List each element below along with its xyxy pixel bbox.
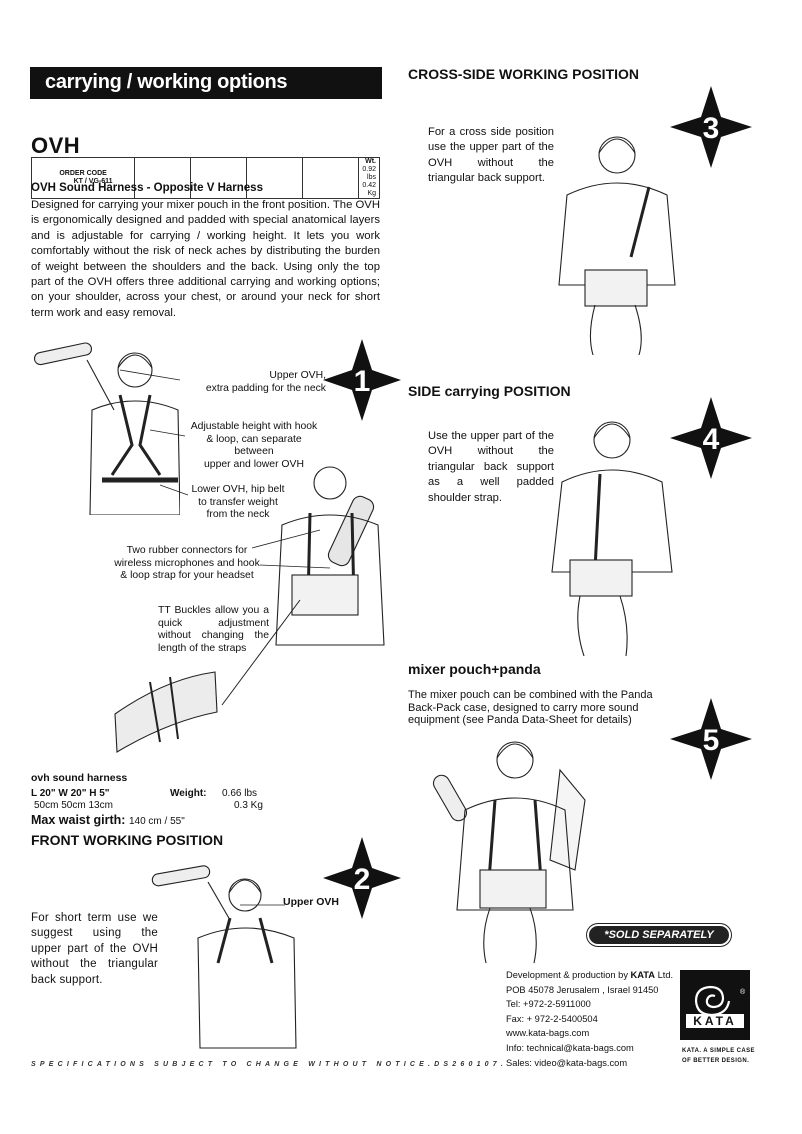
kata-logo: ® KATA — [680, 970, 750, 1040]
spec-dims-in: L 20" W 20" H 5" — [31, 788, 110, 799]
logo-text: KATA — [693, 1014, 737, 1028]
step-number-4: 4 — [703, 423, 720, 456]
girth-value: 140 cm / 55" — [128, 816, 185, 827]
footer-notice: SPECIFICATIONS SUBJECT TO CHANGE WITHOUT… — [31, 1061, 508, 1068]
weight-lbs: 0.92 lbs — [362, 166, 376, 181]
step-number-5: 5 — [703, 724, 720, 757]
order-code-value: KT / VG-611 — [73, 178, 113, 185]
spec-dims-cm: 50cm 50cm 13cm — [34, 800, 113, 811]
cross-position-title: CROSS-SIDE WORKING POSITION — [408, 66, 640, 82]
order-code-cell: ORDER CODE KT / VG-611 — [30, 157, 136, 199]
step-number-3: 3 — [703, 112, 720, 145]
spec-weight-kg: 0.3 Kg — [234, 800, 263, 811]
front-position-title: FRONT WORKING POSITION — [31, 832, 224, 848]
callout-adjustable-height: Adjustable height with hook & loop, can … — [190, 421, 318, 470]
contact-tel: Tel: +972-2-5911000 — [506, 999, 591, 1010]
contact-brand: KATA — [630, 970, 655, 980]
order-code-table: ORDER CODE KT / VG-611 Wt. 0.92 lbs 0.42… — [30, 157, 380, 199]
order-code-label: ORDER CODE — [59, 170, 107, 177]
step-star-5: 5 — [670, 698, 752, 780]
step-number-1: 1 — [354, 365, 371, 398]
contact-block: Development & production by KATA Ltd. PO… — [506, 968, 673, 1070]
side-position-text: Use the upper part of the OVH without th… — [428, 430, 554, 504]
lower-belt-illustration — [110, 662, 220, 754]
order-cell-empty — [246, 157, 304, 199]
mixer-title: mixer pouch+panda — [408, 661, 541, 677]
cross-position-illustration — [545, 125, 690, 360]
step-star-2: 2 — [323, 837, 401, 919]
spiral-icon: ® KATA — [686, 985, 746, 1028]
side-position-title: SIDE carrying POSITION — [408, 383, 571, 399]
product-description: Designed for carrying your mixer pouch i… — [31, 199, 380, 319]
product-subtitle: OVH Sound Harness - Opposite V Harness — [31, 182, 263, 194]
order-cell-empty — [190, 157, 248, 199]
step-star-1: 1 — [323, 339, 401, 421]
side-position-illustration — [540, 410, 690, 660]
logo-tagline-2: OF BETTER DESIGN. — [682, 1058, 750, 1064]
banner-title: carrying / working options — [45, 71, 288, 93]
weight-cell: Wt. 0.92 lbs 0.42 Kg — [358, 157, 380, 199]
sold-separately-badge: *SOLD SEPARATELY — [589, 926, 729, 944]
callout-tt-buckles: TT Buckles allow you a quick adjustment … — [158, 605, 269, 654]
callout-lower-ovh: Lower OVH, hip belt to transfer weight f… — [191, 484, 285, 520]
contact-fax: Fax: + 972-2-5400504 — [506, 1013, 598, 1024]
weight-kg: 0.42 Kg — [362, 182, 376, 197]
contact-sales-email[interactable]: Sales: video@kata-bags.com — [506, 1057, 628, 1068]
section-banner: carrying / working options — [30, 67, 382, 99]
contact-line1: Development & production by KATA Ltd. — [506, 968, 673, 983]
contact-address: POB 45078 Jerusalem , Israel 91450 — [506, 984, 659, 995]
step-number-2: 2 — [354, 863, 371, 896]
girth-label: Max waist girth: — [31, 813, 126, 827]
step-star-4: 4 — [670, 397, 752, 479]
front-position-text: For short term use we suggest using the … — [31, 912, 158, 986]
callout-upper-ovh: Upper OVH, extra padding for the neck — [205, 370, 326, 394]
step-star-3: 3 — [670, 86, 752, 168]
contact-web[interactable]: www.kata-bags.com — [506, 1028, 590, 1039]
mixer-panda-illustration — [420, 730, 590, 965]
front-callout-upper-ovh: Upper OVH — [283, 896, 340, 908]
spec-weight-lbs: 0.66 lbs — [222, 788, 258, 799]
front-position-illustration — [150, 860, 300, 1050]
callout-rubber-connectors: Two rubber connectors for wireless micro… — [114, 545, 260, 581]
spec-girth: Max waist girth: 140 cm / 55" — [31, 813, 185, 827]
contact-prefix: Development & production by — [506, 970, 631, 980]
logo-tagline: KATA. A SIMPLE CASE OF BETTER DESIGN. — [682, 1046, 755, 1066]
svg-text:®: ® — [740, 988, 746, 996]
order-cell-empty — [302, 157, 360, 199]
mixer-text: The mixer pouch can be combined with the… — [408, 689, 653, 727]
spec-name: ovh sound harness — [31, 772, 128, 784]
contact-info-email[interactable]: Info: technical@kata-bags.com — [506, 1042, 634, 1053]
weight-label: Wt. — [365, 158, 376, 165]
cross-position-text: For a cross side position use the upper … — [428, 126, 554, 185]
contact-suffix: Ltd. — [655, 970, 674, 980]
product-title: OVH — [31, 133, 81, 158]
harness-front-illustration — [262, 455, 392, 650]
harness-back-illustration — [32, 340, 181, 516]
logo-tagline-1: KATA. A SIMPLE CASE — [682, 1048, 755, 1054]
spec-weight-label: Weight: — [170, 788, 207, 799]
